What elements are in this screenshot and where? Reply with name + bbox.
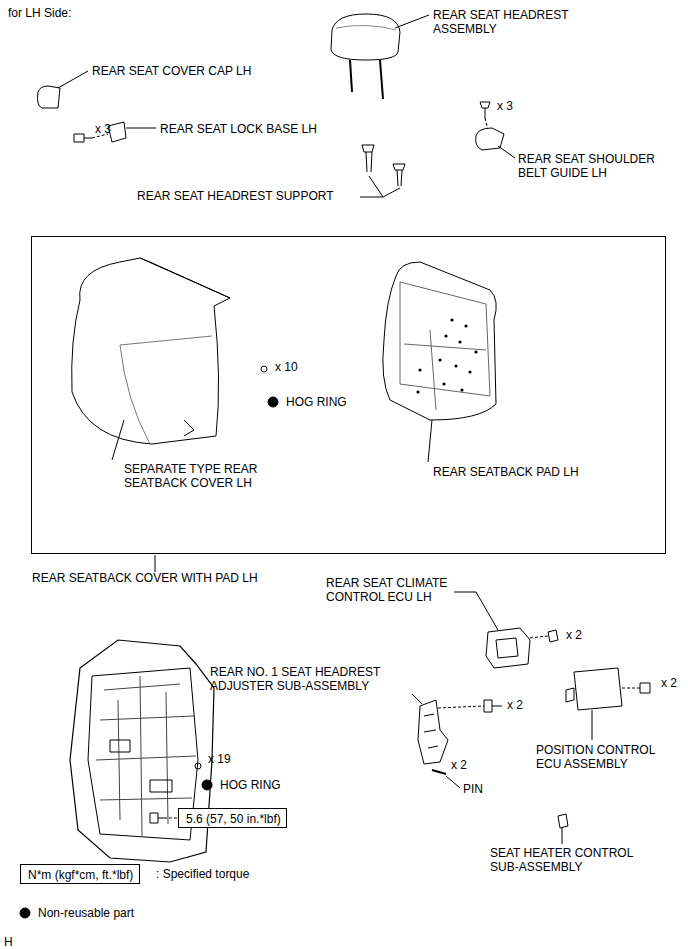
cover-flap [184,420,194,436]
cover-edge [140,258,230,298]
legend-text: Non-reusable part [38,906,134,920]
quantity-label: x 3 [497,99,513,113]
part-label: H [4,935,13,949]
cover-seam [120,336,212,444]
part-label: REAR SEAT HEADREST ASSEMBLY [433,8,573,36]
group-heading: REAR SEATBACK COVER WITH PAD LH [32,571,258,585]
seatback-cover-figure [72,258,230,444]
quantity-label: x 3 [95,122,111,136]
quantity-label: x 2 [507,698,523,712]
seatback-pad-figure [383,262,496,420]
quantity-label: x 10 [275,360,298,374]
nut-figure [640,683,650,693]
nut-figure [548,630,558,642]
bracket-line [360,176,400,197]
non-reusable-dot [268,397,278,407]
bolt-figure [484,700,502,712]
part-label: REAR SEAT HEADREST SUPPORT [137,189,334,203]
leader-line [58,71,88,88]
hog-ring-figure [261,366,267,372]
part-label: HOG RING [220,778,281,792]
climate-ecu-figure [486,628,530,668]
legend-torque-box: N*m (kgf*cm, ft.*lbf) [20,864,140,884]
quantity-label: x 2 [451,758,467,772]
non-reusable-dot [202,780,212,790]
part-label: SEAT HEATER CONTROL SUB-ASSEMBLY [490,846,650,874]
headrest-figure [331,14,400,60]
dash-line [164,818,178,819]
leader-line [446,776,460,788]
part-label: REAR SEAT COVER CAP LH [92,64,251,78]
pad-seam [400,282,490,396]
frame-bracket [110,740,172,792]
leader-line [155,555,156,572]
quantity-label: x 19 [208,752,231,766]
adjuster-figure [418,700,448,764]
headrest-post [380,60,383,99]
part-label: REAR SEAT CLIMATE CONTROL ECU LH [326,576,471,604]
support-figure [393,164,405,186]
leader-line [562,828,563,844]
leader-line [395,15,429,28]
leader-line [498,146,515,158]
part-label: SEPARATE TYPE REAR SEATBACK COVER LH [124,462,274,490]
part-label: REAR SEAT LOCK BASE LH [160,122,317,136]
leader-line [428,420,432,462]
bolt-figure [150,813,164,823]
adjuster-detail [424,714,438,748]
dash-line [622,688,640,689]
leader-line [126,128,156,129]
dash-line [438,706,484,708]
torque-value: 5.6 (57, 50 in.*lbf) [186,812,279,826]
seat-heater-figure [558,814,568,828]
headrest-seam [336,25,396,30]
seatback-frame-figure [70,640,214,862]
ecu-detail [496,638,518,658]
dash-line [530,636,548,638]
bolt-figure [74,134,92,142]
pad-seam [404,330,486,410]
part-label: REAR SEAT SHOULDER BELT GUIDE LH [518,152,668,180]
torque-box: 5.6 (57, 50 in.*lbf) [178,808,287,828]
part-label: REAR SEATBACK PAD LH [433,465,579,479]
position-ecu-figure [574,668,622,710]
ecu-connector [566,688,574,702]
leader-line [454,592,498,630]
legend-symbol [20,908,30,918]
hog-ring-figure [195,763,201,769]
torque-value: N*m (kgf*cm, ft.*lbf) [28,868,132,882]
leader-line [112,420,124,460]
part-label: REAR NO. 1 SEAT HEADREST ADJUSTER SUB-AS… [210,665,395,693]
part-label: HOG RING [286,395,347,409]
part-label: : Specified torque [156,867,249,881]
quantity-label: x 2 [566,628,582,642]
quantity-label: x 2 [661,676,677,690]
pad-holes [416,318,477,393]
part-label: POSITION CONTROL ECU ASSEMBLY [536,743,671,771]
part-label: PIN [463,782,483,796]
headrest-post [350,60,352,92]
leader-line [412,694,422,704]
group-box: REAR SEATBACK COVER WITH PAD LH [31,236,666,554]
leader-line [592,710,593,740]
cover-cap-figure [38,86,61,108]
screw-figure [480,102,490,118]
pin-figure [432,770,446,774]
part-label: for LH Side: [8,6,71,20]
support-figure [362,145,374,172]
